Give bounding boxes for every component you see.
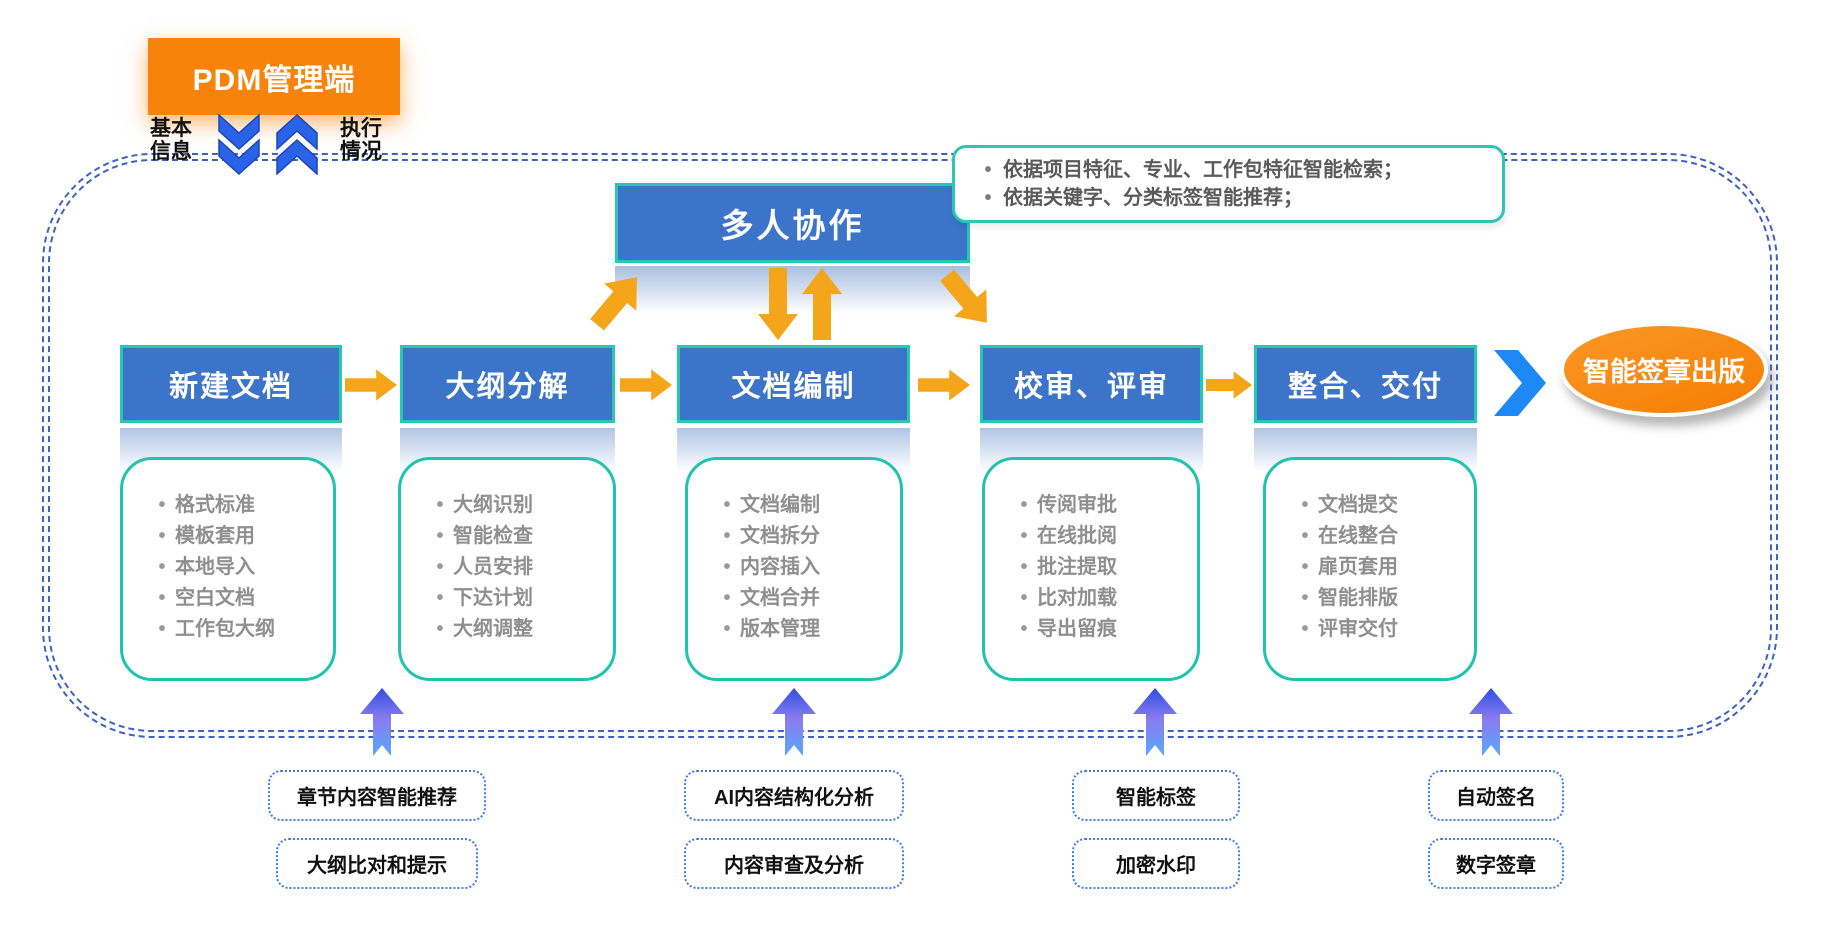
- feature-box-outline-compare: 大纲比对和提示: [276, 838, 478, 889]
- execution-status-label: 执行 情况: [340, 117, 382, 163]
- double-chevron-up-icon: [276, 113, 318, 175]
- collab-arrow-down-right-icon: [928, 260, 1006, 338]
- stage-box-review: 校审、评审: [980, 345, 1203, 423]
- basic-info-label: 基本 信息: [150, 117, 192, 163]
- pdm-title: PDM管理端: [192, 63, 356, 97]
- feature-arrow-up-icon: [360, 688, 404, 756]
- flow-arrow-right-icon: [1206, 366, 1252, 404]
- card-review-features: •传阅审批 •在线批阅 •批注提取 •比对加载 •导出留痕: [982, 457, 1200, 681]
- multi-user-collaboration-box: 多人协作: [615, 183, 970, 263]
- bullet-icon: •: [436, 556, 444, 578]
- stage-box-document-compile: 文档编制: [677, 345, 910, 423]
- collab-arrow-up-right-icon: [578, 262, 656, 340]
- collaboration-reflection: [615, 266, 970, 314]
- system-boundary-dashed-border: [42, 153, 1778, 738]
- stage-box-new-document: 新建文档: [120, 345, 342, 423]
- bullet-icon: •: [1301, 556, 1309, 578]
- stage-box-outline-decompose: 大纲分解: [400, 345, 615, 423]
- card-deliver-features: •文档提交 •在线整合 •扉页套用 •智能排版 •评审交付: [1263, 457, 1477, 681]
- card-new-document-features: •格式标准 •模板套用 •本地导入 •空白文档 •工作包大纲: [120, 457, 336, 681]
- bullet-icon: •: [158, 618, 166, 640]
- feature-box-encrypted-watermark: 加密水印: [1072, 838, 1240, 889]
- bullet-icon: •: [158, 556, 166, 578]
- smart-signature-publish-ellipse: 智能签章出版: [1560, 322, 1768, 417]
- feature-arrow-up-icon: [1133, 688, 1177, 756]
- feature-box-content-review: 内容审查及分析: [684, 838, 904, 889]
- bullet-icon: •: [1020, 525, 1028, 547]
- bullet-icon: •: [1301, 525, 1309, 547]
- bullet-icon: •: [723, 525, 731, 547]
- bullet-icon: •: [1301, 618, 1309, 640]
- card-outline-features: •大纲识别 •智能检查 •人员安排 •下达计划 •大纲调整: [398, 457, 616, 681]
- bullet-icon: •: [1020, 587, 1028, 609]
- bullet-icon: •: [158, 494, 166, 516]
- bullet-icon: •: [436, 494, 444, 516]
- feature-box-ai-structure-analysis: AI内容结构化分析: [684, 770, 904, 821]
- feature-arrow-up-icon: [772, 688, 816, 756]
- smart-search-note: • 依据项目特征、专业、工作包特征智能检索； • 依据关键字、分类标签智能推荐；: [952, 145, 1505, 223]
- feature-box-smart-tag: 智能标签: [1072, 770, 1240, 821]
- bullet-icon: •: [1301, 587, 1309, 609]
- bullet-icon: •: [1020, 494, 1028, 516]
- bullet-icon: •: [1020, 618, 1028, 640]
- double-chevron-down-icon: [218, 113, 260, 175]
- bullet-icon: •: [723, 556, 731, 578]
- bullet-icon: •: [436, 525, 444, 547]
- feature-box-digital-stamp: 数字签章: [1428, 838, 1564, 889]
- feature-box-auto-signature: 自动签名: [1428, 770, 1564, 821]
- bullet-icon: •: [723, 494, 731, 516]
- bullet-icon: •: [436, 618, 444, 640]
- flow-arrow-right-icon: [620, 366, 672, 404]
- card-compile-features: •文档编制 •文档拆分 •内容插入 •文档合并 •版本管理: [685, 457, 903, 681]
- bullet-icon: •: [984, 159, 992, 181]
- stage-box-integrate-deliver: 整合、交付: [1254, 345, 1477, 423]
- collab-arrow-down-icon: [758, 268, 798, 340]
- pdm-management-box: PDM管理端: [148, 38, 400, 115]
- bullet-icon: •: [158, 587, 166, 609]
- bullet-icon: •: [723, 587, 731, 609]
- flow-arrow-right-icon: [918, 366, 970, 404]
- bullet-icon: •: [1020, 556, 1028, 578]
- flow-arrow-right-icon: [345, 366, 397, 404]
- collab-arrow-up-icon: [802, 268, 842, 340]
- chevron-right-icon: [1494, 350, 1546, 416]
- bullet-icon: •: [436, 587, 444, 609]
- note-bullet-1: 依据项目特征、专业、工作包特征智能检索；: [1003, 159, 1403, 181]
- bullet-icon: •: [1301, 494, 1309, 516]
- feature-arrow-up-icon: [1469, 688, 1513, 756]
- bullet-icon: •: [723, 618, 731, 640]
- bullet-icon: •: [984, 187, 992, 209]
- bullet-icon: •: [158, 525, 166, 547]
- feature-box-chapter-recommend: 章节内容智能推荐: [268, 770, 486, 821]
- note-bullet-2: 依据关键字、分类标签智能推荐；: [1003, 187, 1303, 209]
